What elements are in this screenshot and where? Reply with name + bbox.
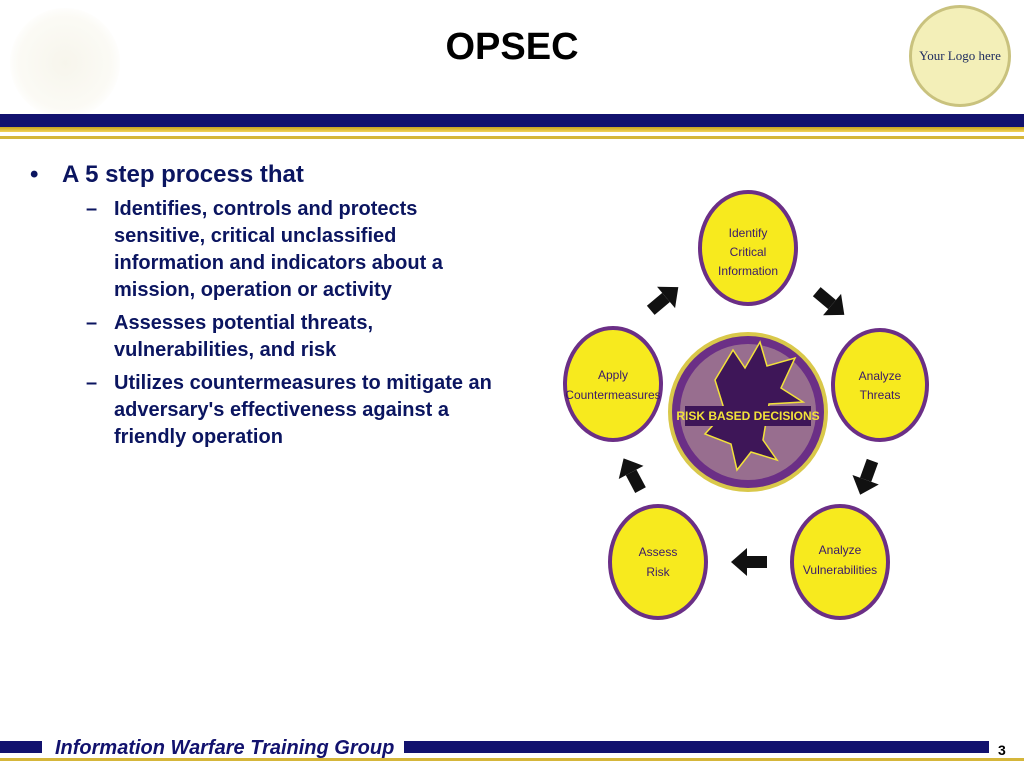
node-analyze-threats: Analyze Threats <box>831 328 929 442</box>
footer-bar-right <box>404 741 989 753</box>
node-label: Threats <box>860 388 901 402</box>
node-label: Countermeasures <box>565 388 660 402</box>
footer-org: Information Warfare Training Group <box>55 737 395 759</box>
node-label: Analyze <box>859 369 902 383</box>
center-label: RISK BASED DECISIONS <box>676 409 819 423</box>
sub-bullet-text: Assesses potential threats, vulnerabilit… <box>114 312 373 361</box>
main-bullet-text: A 5 step process that <box>62 161 304 188</box>
node-apply-countermeasures: Apply Countermeasures <box>563 326 663 442</box>
dash-mark: – <box>86 372 98 394</box>
bullet-mark: • <box>30 161 39 188</box>
sub-bullet: – Utilizes countermeasures to mitigate a… <box>86 370 510 451</box>
sub-bullet: – Identifies, controls and protects sens… <box>86 196 510 304</box>
logo-text: Your Logo here <box>919 48 1001 63</box>
node-label: Assess <box>639 545 678 559</box>
sub-bullet: – Assesses potential threats, vulnerabil… <box>86 310 510 364</box>
dash-mark: – <box>86 312 98 334</box>
sub-bullet-list: – Identifies, controls and protects sens… <box>86 196 510 451</box>
footer-bar-left <box>0 741 42 753</box>
sub-bullet-text: Utilizes countermeasures to mitigate an … <box>114 372 492 448</box>
header-band <box>0 114 1024 127</box>
arrow-down-icon <box>847 456 886 500</box>
node-analyze-vulnerabilities: Analyze Vulnerabilities <box>790 504 890 620</box>
arrow-right-icon <box>641 276 688 322</box>
node-label: Apply <box>598 368 628 382</box>
opsec-cycle-diagram: RISK BASED DECISIONS Identify Critical I… <box>555 190 945 630</box>
dash-mark: – <box>86 198 98 220</box>
corner-watermark <box>10 8 120 118</box>
node-label: Identify <box>729 226 768 240</box>
node-label: Risk <box>646 565 670 579</box>
header-gold-stripe <box>0 127 1024 132</box>
page-number: 3 <box>998 742 1006 758</box>
sub-bullet-text: Identifies, controls and protects sensit… <box>114 198 443 301</box>
node-label: Critical <box>730 245 767 259</box>
center-emblem: RISK BASED DECISIONS <box>668 332 828 492</box>
footer-gold-stripe <box>0 758 1024 761</box>
header-thin-stripe <box>0 136 1024 139</box>
main-bullet: • A 5 step process that <box>30 160 510 190</box>
arrow-up-icon <box>611 451 653 497</box>
node-label: Information <box>718 264 778 278</box>
node-identify: Identify Critical Information <box>698 190 798 306</box>
logo-placeholder: Your Logo here <box>909 5 1011 107</box>
slide-content: • A 5 step process that – Identifies, co… <box>30 160 510 457</box>
arrow-left-icon <box>731 548 767 576</box>
arrow-right-icon <box>807 280 854 326</box>
node-assess-risk: Assess Risk <box>608 504 708 620</box>
node-label: Vulnerabilities <box>803 563 877 577</box>
node-label: Analyze <box>819 543 862 557</box>
slide-title: OPSEC <box>445 26 579 68</box>
